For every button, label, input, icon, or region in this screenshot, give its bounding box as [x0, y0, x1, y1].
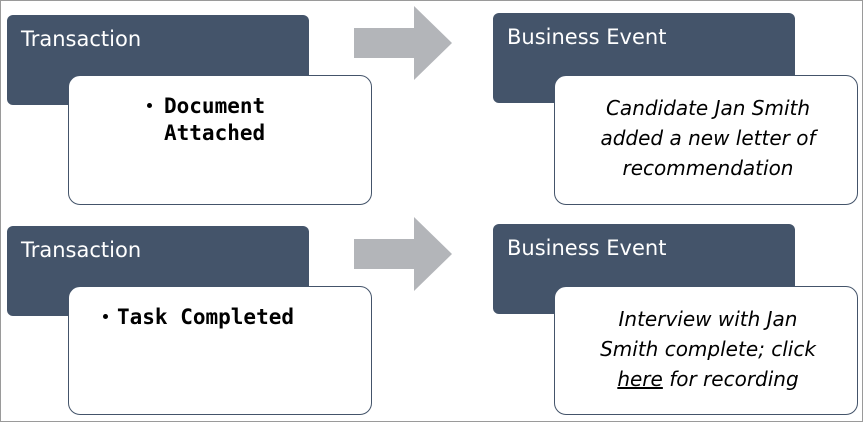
transaction-header-2-label: Transaction: [21, 238, 142, 262]
business-event-header-2-label: Business Event: [507, 236, 667, 260]
transaction-detail-box-1: Document Attached: [68, 75, 372, 205]
arrow-1-shape: [354, 6, 452, 80]
business-event-detail-box-2: Interview with Jan Smith complete; click…: [554, 286, 858, 415]
arrow-right-icon-2: [354, 217, 452, 291]
transaction-header-1-label: Transaction: [21, 27, 142, 51]
bullet-1: [147, 103, 152, 108]
business-event-detail-2-text: Interview with Jan Smith complete; click…: [593, 304, 823, 394]
transaction-detail-1-text: Document Attached: [164, 94, 266, 145]
bullet-2: [103, 314, 108, 319]
arrow-right-icon-1: [354, 6, 452, 80]
recording-link[interactable]: here: [617, 367, 663, 391]
transaction-detail-2-text: Task Completed: [117, 305, 295, 329]
business-event-header-1-label: Business Event: [507, 25, 667, 49]
business-event-detail-1-text: Candidate Jan Smith added a new letter o…: [600, 96, 816, 180]
detail-2-before: Interview with Jan Smith complete; click: [600, 307, 816, 361]
detail-2-after: for recording: [662, 367, 799, 391]
business-event-detail-box-1: Candidate Jan Smith added a new letter o…: [554, 75, 858, 205]
arrow-2-shape: [354, 217, 452, 291]
transaction-detail-box-2: Task Completed: [68, 286, 372, 415]
